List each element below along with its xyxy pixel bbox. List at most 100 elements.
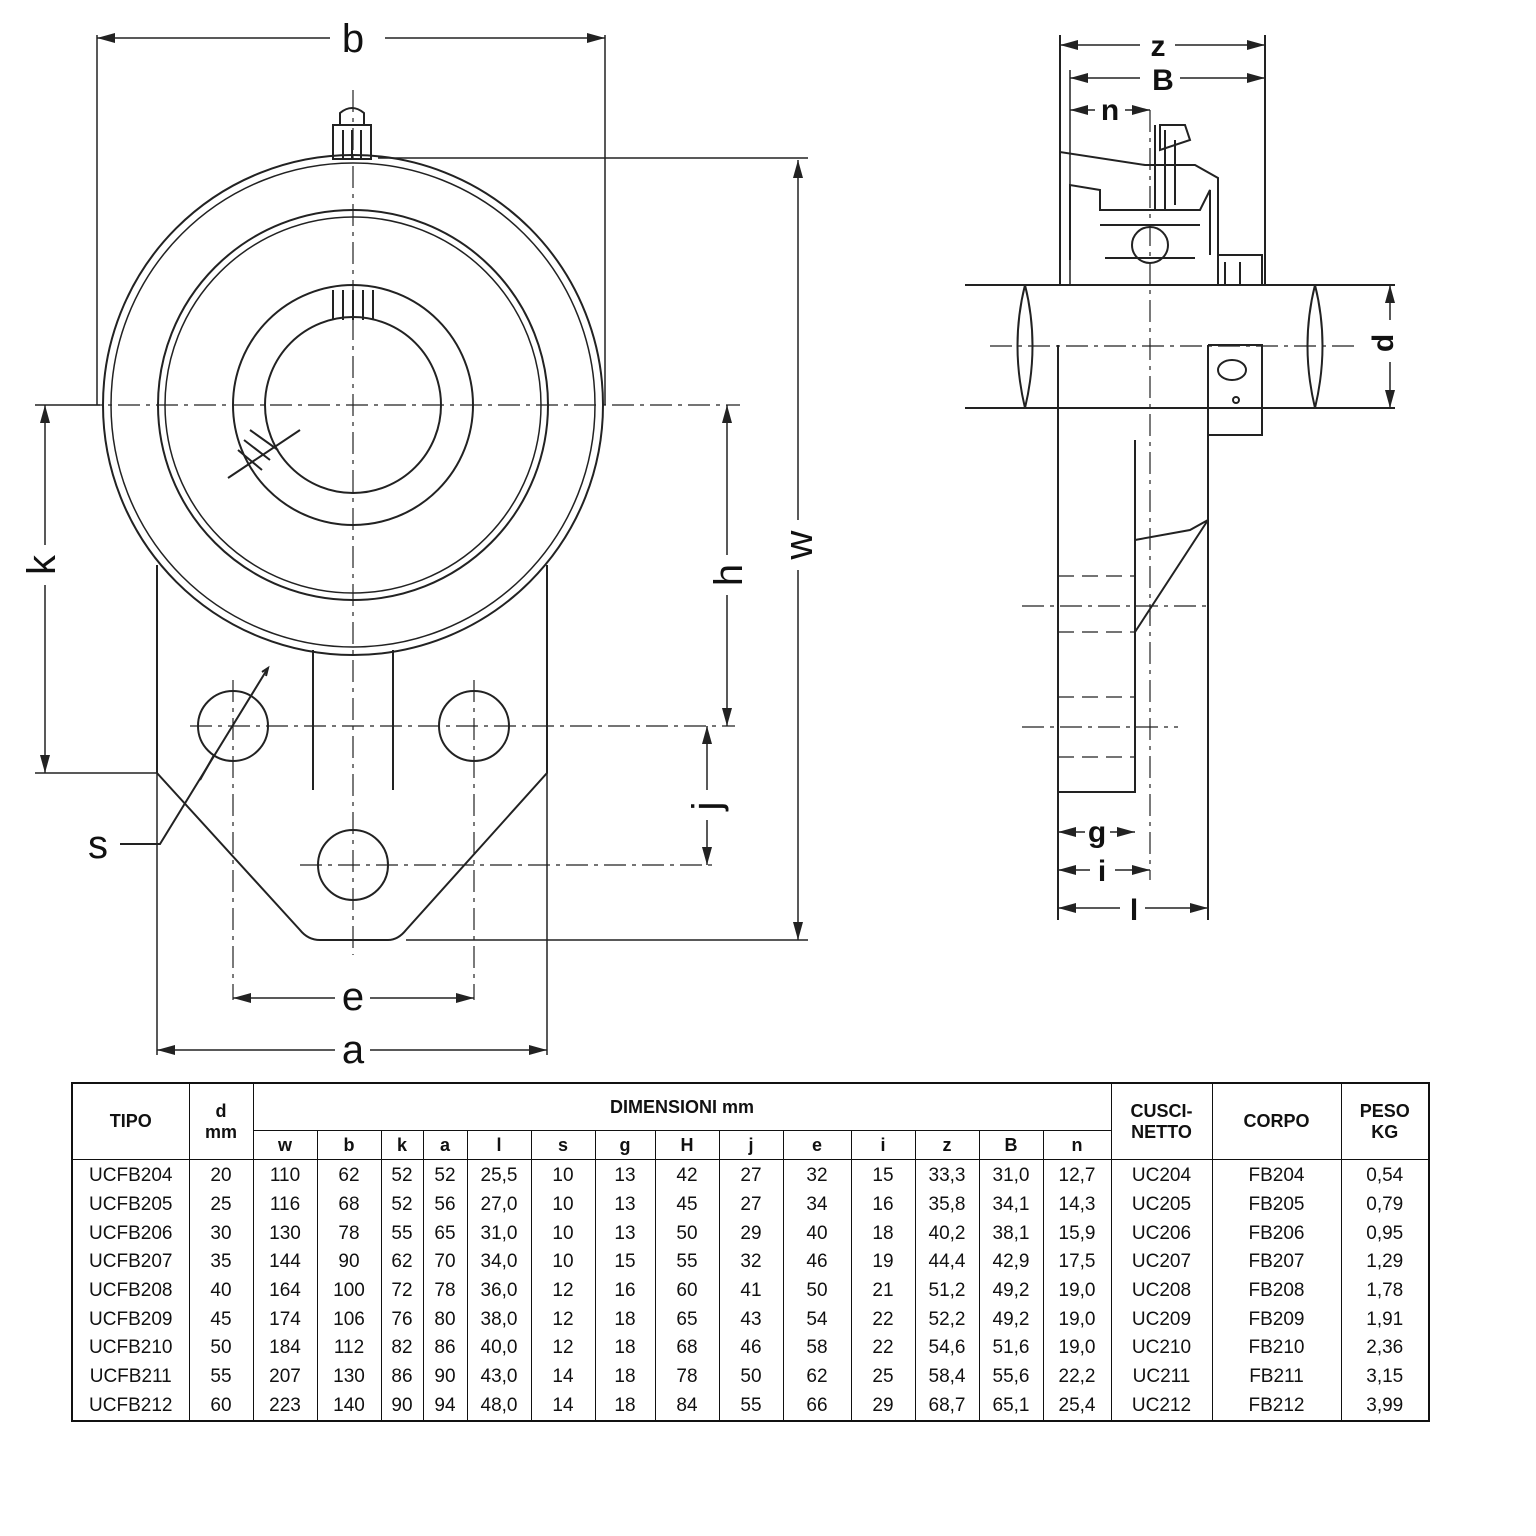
table-cell: UC208 <box>1110 1276 1213 1306</box>
table-cell: 50 <box>654 1219 720 1249</box>
table-cell: 100 <box>316 1276 382 1306</box>
header-dimensioni: DIMENSIONI mm <box>252 1082 1112 1131</box>
table-cell: 54,6 <box>914 1333 980 1363</box>
table-cell: 12 <box>530 1333 596 1363</box>
table-cell: 35,8 <box>914 1190 980 1220</box>
table-cell: 19,0 <box>1042 1305 1112 1334</box>
table-cell: 82 <box>380 1333 424 1363</box>
table-cell: 68 <box>316 1190 382 1220</box>
table-cell: UCFB207 <box>71 1248 190 1277</box>
table-cell: 56 <box>422 1190 468 1220</box>
table-cell: FB212 <box>1211 1391 1342 1421</box>
table-cell: 32 <box>782 1159 852 1191</box>
table-cell: 38,1 <box>978 1219 1044 1249</box>
table-cell: 20 <box>188 1159 254 1191</box>
table-cell: 14 <box>530 1391 596 1421</box>
table-cell: 55 <box>188 1362 254 1392</box>
table-cell: 51,2 <box>914 1276 980 1306</box>
table-cell: 16 <box>594 1276 656 1306</box>
table-cell: 10 <box>530 1219 596 1249</box>
technical-drawing: b w k h j s e a z B n d g i l <box>20 17 1400 1072</box>
table-cell: 116 <box>252 1190 318 1220</box>
table-cell: 49,2 <box>978 1276 1044 1306</box>
table-cell: 13 <box>594 1159 656 1191</box>
table-cell: 42 <box>654 1159 720 1191</box>
table-cell: UC210 <box>1110 1333 1213 1363</box>
table-cell: 17,5 <box>1042 1248 1112 1277</box>
table-cell: FB207 <box>1211 1248 1342 1277</box>
table-cell: FB210 <box>1211 1333 1342 1363</box>
label-j: j <box>685 802 729 812</box>
table-cell: 46 <box>718 1333 784 1363</box>
table-cell: 55 <box>654 1248 720 1277</box>
header-dim-g: g <box>594 1130 656 1160</box>
table-cell: 19 <box>850 1248 916 1277</box>
table-cell: UC206 <box>1110 1219 1213 1249</box>
table-cell: 84 <box>654 1391 720 1421</box>
table-cell: 207 <box>252 1362 318 1392</box>
table-cell: FB204 <box>1211 1159 1342 1191</box>
table-cell: 31,0 <box>466 1219 532 1249</box>
table-cell: UC211 <box>1110 1362 1213 1392</box>
table-cell: 10 <box>530 1248 596 1277</box>
table-cell: 55 <box>380 1219 424 1249</box>
header-dim-e: e <box>782 1130 852 1160</box>
table-cell: FB205 <box>1211 1190 1342 1220</box>
table-cell: 1,29 <box>1340 1248 1430 1277</box>
table-cell: 0,54 <box>1340 1159 1430 1191</box>
table-cell: 14 <box>530 1362 596 1392</box>
header-dim-i: i <box>850 1130 916 1160</box>
table-cell: UCFB208 <box>71 1276 190 1306</box>
table-cell: 25 <box>188 1190 254 1220</box>
table-cell: 94 <box>422 1391 468 1421</box>
table-cell: 50 <box>782 1276 852 1306</box>
table-cell: 86 <box>422 1333 468 1363</box>
table-cell: 30 <box>188 1219 254 1249</box>
table-cell: 70 <box>422 1248 468 1277</box>
table-cell: 34 <box>782 1190 852 1220</box>
table-cell: 66 <box>782 1391 852 1421</box>
table-cell: 15 <box>850 1159 916 1191</box>
table-cell: 0,95 <box>1340 1219 1430 1249</box>
table-cell: 3,15 <box>1340 1362 1430 1392</box>
table-cell: 110 <box>252 1159 318 1191</box>
table-cell: 15 <box>594 1248 656 1277</box>
table-cell: UCFB212 <box>71 1391 190 1421</box>
table-cell: 184 <box>252 1333 318 1363</box>
label-d: d <box>1367 334 1400 352</box>
table-cell: 22 <box>850 1305 916 1334</box>
table-cell: FB209 <box>1211 1305 1342 1334</box>
table-cell: UC209 <box>1110 1305 1213 1334</box>
table-cell: 15,9 <box>1042 1219 1112 1249</box>
table-cell: 65 <box>422 1219 468 1249</box>
table-cell: 144 <box>252 1248 318 1277</box>
table-cell: 112 <box>316 1333 382 1363</box>
table-cell: 27,0 <box>466 1190 532 1220</box>
table-cell: 38,0 <box>466 1305 532 1334</box>
header-dim-k: k <box>380 1130 424 1160</box>
header-dim-s: s <box>530 1130 596 1160</box>
table-cell: 58,4 <box>914 1362 980 1392</box>
table-cell: 12 <box>530 1276 596 1306</box>
table-cell: 55,6 <box>978 1362 1044 1392</box>
table-cell: 106 <box>316 1305 382 1334</box>
label-s: s <box>88 823 108 867</box>
table-cell: 29 <box>718 1219 784 1249</box>
table-cell: 25,4 <box>1042 1391 1112 1421</box>
table-cell: 65,1 <box>978 1391 1044 1421</box>
label-l: l <box>1130 894 1138 927</box>
table-cell: 1,91 <box>1340 1305 1430 1334</box>
label-e: e <box>342 975 364 1019</box>
header-dim-w: w <box>252 1130 318 1160</box>
table-cell: 54 <box>782 1305 852 1334</box>
table-cell: 50 <box>188 1333 254 1363</box>
table-cell: 21 <box>850 1276 916 1306</box>
header-cuscinetto: CUSCI-NETTO <box>1110 1082 1213 1160</box>
table-cell: 27 <box>718 1190 784 1220</box>
table-cell: 12,7 <box>1042 1159 1112 1191</box>
